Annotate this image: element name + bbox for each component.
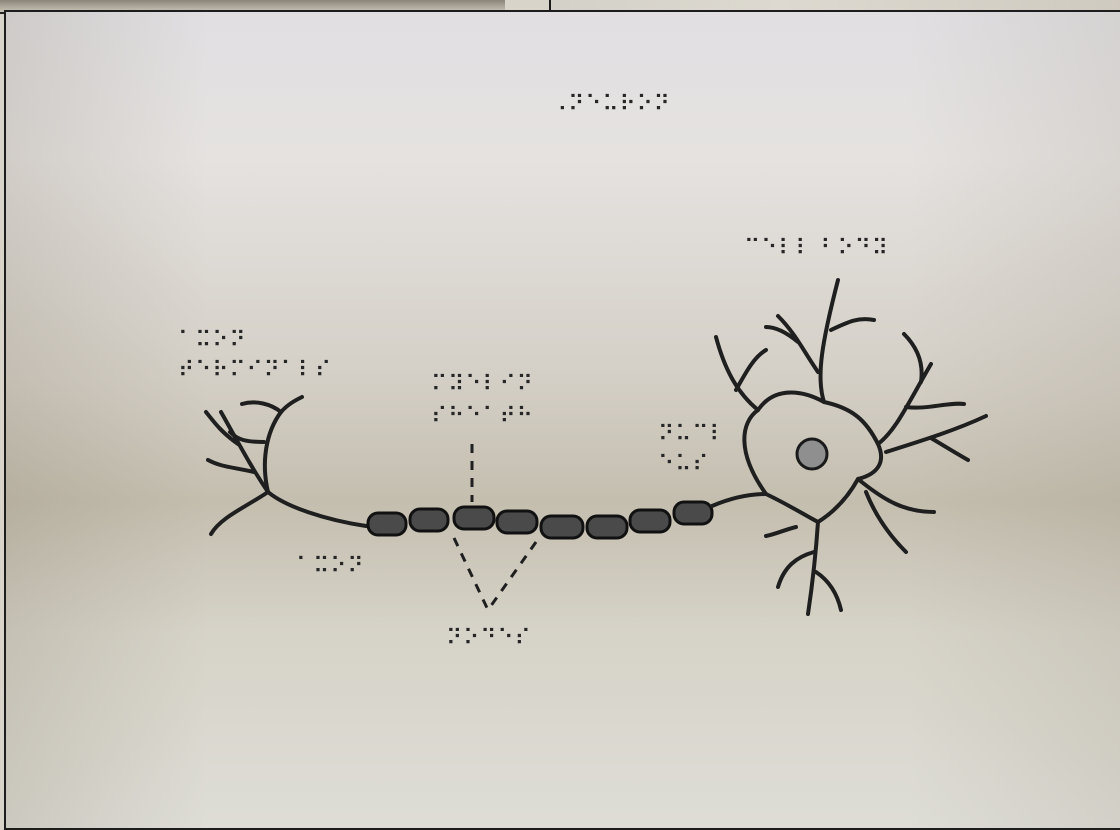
pointer-node-left (454, 538, 488, 610)
axon-terminal-branch (211, 492, 268, 534)
label-cell-body-braille: ⠉⠑⠇⠇ ⠃⠕⠙⠽ (744, 234, 889, 264)
axon-terminal-branch (242, 402, 281, 412)
myelin-segment (454, 507, 494, 529)
dendrite (778, 552, 814, 587)
myelin-segment (410, 509, 448, 531)
myelin-segment (541, 516, 583, 538)
myelin-segment (630, 510, 670, 532)
neuron-diagram (6, 12, 1120, 828)
pointer-node-right (488, 542, 536, 610)
axon-terminal-branch (281, 397, 302, 412)
label-nucleus-line1: ⠝⠥⠉⠇ (658, 420, 726, 450)
dendrites (716, 280, 986, 614)
dendrite (831, 319, 874, 330)
label-nucleus-line2: ⠑⠥⠎ (658, 450, 709, 480)
myelin-segment (497, 511, 537, 533)
dendrite (736, 350, 766, 390)
photo-viewer-window[interactable]: ⠠⠝⠑⠥⠗⠕⠝ ⠉⠑⠇⠇ ⠃⠕⠙⠽ ⠁⠭⠕⠝ ⠞⠑⠗⠍⠊⠝⠁⠇⠎ ⠍⠽⠑⠇⠊⠝ … (4, 10, 1120, 830)
label-axon-terminals-line2: ⠞⠑⠗⠍⠊⠝⠁⠇⠎ (178, 356, 332, 386)
label-myelin-line1: ⠍⠽⠑⠇⠊⠝ (431, 370, 534, 400)
myelin-segment (368, 513, 406, 535)
dendrite (808, 522, 818, 614)
dendrite (906, 404, 964, 408)
dendrite (931, 438, 968, 460)
label-myelin-line2: ⠎⠓⠑⠁⠞⠓ (431, 402, 534, 432)
myelin-segment (587, 516, 627, 538)
nucleus (797, 439, 827, 469)
dendrite (766, 527, 796, 536)
dendrite (904, 334, 922, 382)
label-nodes-braille: ⠝⠕⠙⠑⠎ (446, 624, 532, 654)
axon-terminal-branch (265, 412, 281, 492)
dendrite (820, 280, 838, 402)
dendrite (816, 572, 841, 610)
label-axon-braille: ⠁⠭⠕⠝ (296, 552, 364, 582)
label-axon-terminals-line1: ⠁⠭⠕⠝ (178, 326, 246, 356)
axon-hillock (712, 494, 766, 506)
dendrite (716, 337, 758, 410)
diagram-title-braille: ⠠⠝⠑⠥⠗⠕⠝ (551, 90, 671, 120)
axon-terminals-branches (206, 397, 366, 534)
myelin-segment (674, 502, 712, 524)
dendrite (886, 416, 986, 452)
myelin-segments (368, 502, 712, 538)
